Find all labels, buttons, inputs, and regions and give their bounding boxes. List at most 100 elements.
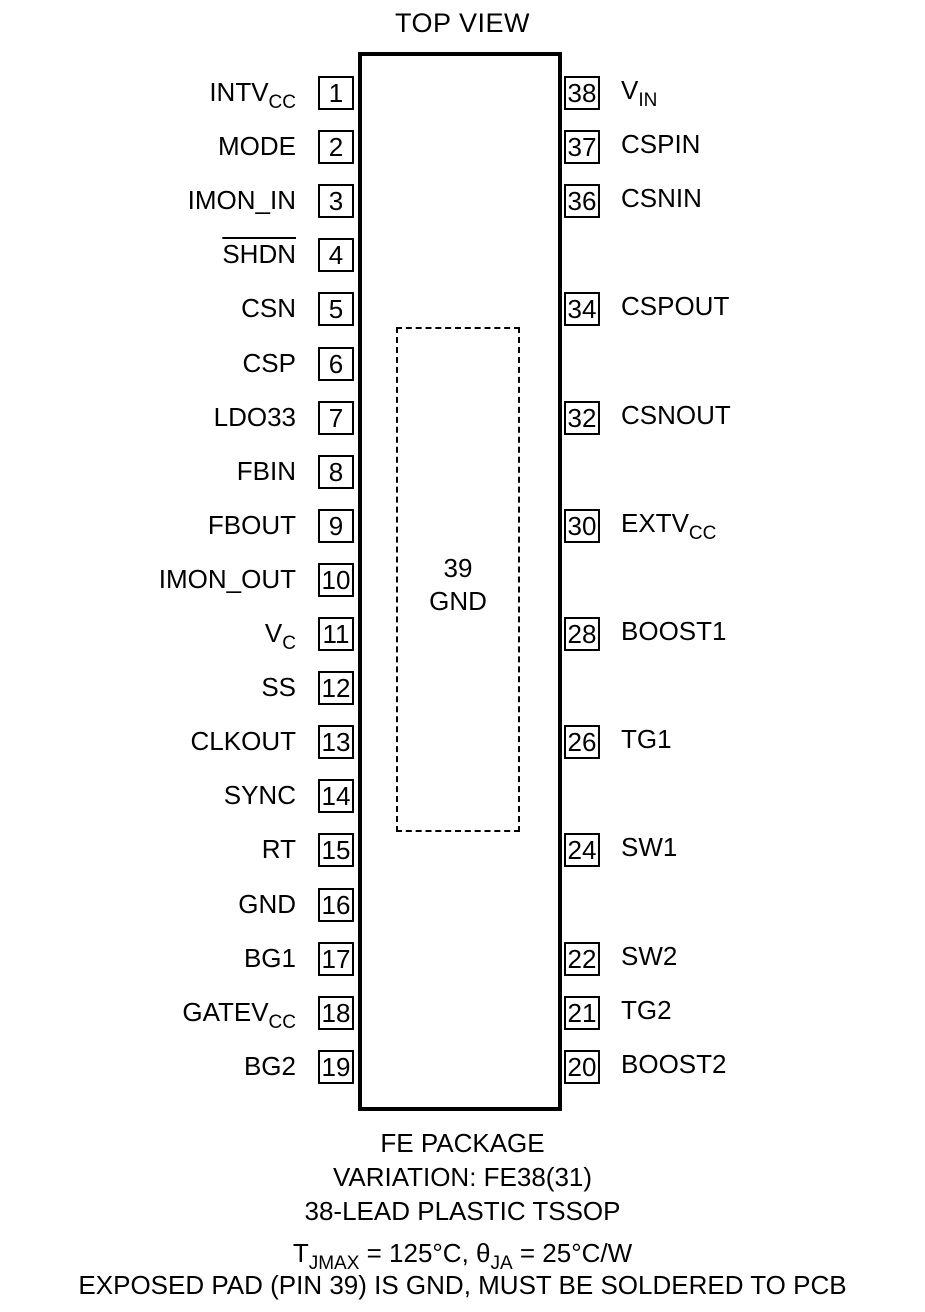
pin-5-box: 5	[318, 292, 354, 326]
pin-4-label: SHDN	[222, 239, 296, 269]
pin-19-box: 19	[318, 1050, 354, 1084]
pin-18-name: GATEV	[182, 997, 269, 1027]
pin-36-box: 36	[564, 184, 600, 218]
pin-14-box: 14	[318, 779, 354, 813]
pin-24-name: SW1	[621, 832, 678, 862]
pin-30-subscript: CC	[688, 523, 717, 544]
theta-value: = 25°C/W	[512, 1238, 633, 1268]
pin-11-box: 11	[318, 617, 354, 651]
pin-2-name: MODE	[218, 131, 296, 161]
pin-14-label: SYNC	[224, 780, 296, 810]
pin-26-box: 26	[564, 725, 600, 759]
pin-21-box: 21	[564, 996, 600, 1030]
pin-30-box: 30	[564, 509, 600, 543]
exposed-pad-outline	[396, 327, 520, 832]
pin-38-label: VIN	[621, 75, 657, 116]
pin-14-name: SYNC	[223, 780, 296, 810]
pin-36-label: CSNIN	[621, 183, 702, 213]
pin-10-box: 10	[318, 563, 354, 597]
pin-18-box: 18	[318, 996, 354, 1030]
pin-3-label: IMON_IN	[188, 185, 296, 215]
package-description: 38-LEAD PLASTIC TSSOP	[304, 1196, 621, 1226]
package-body	[358, 52, 562, 1111]
pin-12-name: SS	[261, 672, 296, 702]
pin-6-name: CSP	[242, 348, 296, 378]
tjmax-symbol: T	[292, 1238, 309, 1268]
pin-5-label: CSN	[241, 293, 296, 323]
pin-34-name: CSPOUT	[621, 291, 730, 321]
pin-7-box: 7	[318, 401, 354, 435]
pin-8-label: FBIN	[237, 456, 296, 486]
pin-10-label: IMON_OUT	[159, 564, 296, 594]
pin-26-label: TG1	[621, 724, 672, 754]
pin-15-label: RT	[262, 834, 296, 864]
pin-3-name: IMON_IN	[187, 185, 296, 215]
pin-30-name: EXTV	[621, 508, 689, 538]
pin-24-box: 24	[564, 833, 600, 867]
pin-26-name: TG1	[621, 724, 672, 754]
pin-16-box: 16	[318, 888, 354, 922]
pin-3-box: 3	[318, 184, 354, 218]
pin-1-name: INTV	[209, 77, 269, 107]
pin-11-subscript: C	[282, 633, 296, 654]
pin-13-label: CLKOUT	[191, 726, 296, 756]
tjmax-subscript: JMAX	[308, 1253, 360, 1274]
tjmax-value: = 125°C, θ	[359, 1238, 491, 1268]
pin-7-name: LDO33	[213, 402, 296, 432]
pin-32-name: CSNOUT	[621, 400, 731, 430]
pin-12-label: SS	[261, 672, 296, 702]
pin-28-box: 28	[564, 617, 600, 651]
pin-11-name: V	[264, 618, 283, 648]
exposed-pad-number: 39	[443, 553, 473, 583]
pin-17-name: BG1	[243, 943, 296, 973]
pin-2-label: MODE	[218, 131, 296, 161]
pin-34-label: CSPOUT	[621, 291, 729, 321]
pin-16-name: GND	[238, 889, 296, 919]
view-title: TOP VIEW	[394, 8, 531, 38]
pin-37-box: 37	[564, 130, 600, 164]
exposed-pad-note: EXPOSED PAD (PIN 39) IS GND, MUST BE SOL…	[78, 1270, 847, 1300]
pin-2-box: 2	[318, 130, 354, 164]
pin-13-name: CLKOUT	[190, 726, 296, 756]
pin-1-subscript: CC	[268, 92, 296, 113]
pin-17-label: BG1	[244, 943, 296, 973]
pin-5-name: CSN	[241, 293, 296, 323]
pin-22-box: 22	[564, 942, 600, 976]
package-name: FE PACKAGE	[380, 1128, 545, 1158]
pin-22-label: SW2	[621, 941, 677, 971]
pin-38-name: V	[621, 75, 639, 105]
pin-6-label: CSP	[243, 348, 296, 378]
pin-16-label: GND	[238, 889, 296, 919]
pin-1-box: 1	[318, 76, 354, 110]
pin-28-label: BOOST1	[621, 616, 726, 646]
pin-38-subscript: IN	[638, 90, 658, 111]
pin-20-box: 20	[564, 1050, 600, 1084]
pin-7-label: LDO33	[214, 402, 296, 432]
pin-37-label: CSPIN	[621, 129, 700, 159]
theta-subscript: JA	[490, 1253, 513, 1274]
pin-36-name: CSNIN	[621, 183, 702, 213]
pin-9-name: FBOUT	[207, 510, 296, 540]
pin-20-name: BOOST2	[621, 1049, 727, 1079]
pin-34-box: 34	[564, 292, 600, 326]
pin-38-box: 38	[564, 76, 600, 110]
pin-32-box: 32	[564, 401, 600, 435]
pin-24-label: SW1	[621, 832, 677, 862]
pin-32-label: CSNOUT	[621, 400, 731, 430]
pin-37-name: CSPIN	[621, 129, 701, 159]
pin-8-box: 8	[318, 455, 354, 489]
pin-6-box: 6	[318, 347, 354, 381]
pin-8-name: FBIN	[236, 456, 296, 486]
pin-9-box: 9	[318, 509, 354, 543]
package-variation: VARIATION: FE38(31)	[332, 1162, 593, 1192]
pin-18-subscript: CC	[268, 1012, 296, 1033]
exposed-pad-name: GND	[429, 586, 487, 616]
pin-12-box: 12	[318, 671, 354, 705]
pin-28-name: BOOST1	[621, 616, 727, 646]
pin-1-label: INTVCC	[209, 77, 296, 118]
pin-4-name: SHDN	[222, 239, 296, 269]
thermal-specs: TJMAX = 125°C, θJA = 25°C/W	[0, 1236, 925, 1281]
pin-19-name: BG2	[243, 1051, 296, 1081]
pin-22-name: SW2	[621, 941, 678, 971]
pin-18-label: GATEVCC	[182, 997, 296, 1038]
